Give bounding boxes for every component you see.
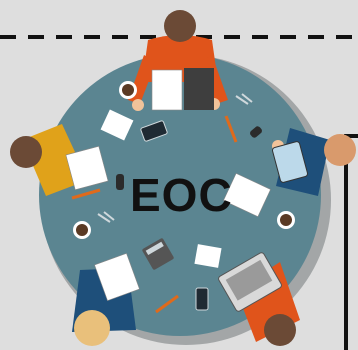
sticky-notes-icon — [194, 244, 222, 268]
phone-icon — [195, 287, 209, 311]
coffee-cup-icon — [277, 211, 295, 229]
glasses-icon — [116, 174, 124, 190]
glasses-icon — [250, 126, 262, 138]
pencil-icon — [71, 188, 101, 200]
document-bottom-left — [94, 252, 140, 302]
tablet-right — [271, 141, 309, 183]
calculator-icon — [142, 238, 174, 270]
document-left — [65, 145, 109, 191]
laptop-bottom-right — [218, 252, 282, 312]
pencil-icon — [155, 294, 179, 314]
eoc-title: EOC — [130, 169, 233, 221]
coffee-cup-icon — [73, 221, 91, 239]
coffee-cup-icon — [119, 81, 137, 99]
document-top — [151, 69, 183, 111]
paper-clip-icon — [97, 211, 115, 223]
pencil-icon — [224, 115, 238, 143]
papers-icon — [100, 109, 134, 141]
paper-clip-icon — [235, 93, 253, 105]
folder-top — [184, 68, 214, 110]
right-wall-bracket — [344, 134, 358, 350]
phone-icon — [140, 120, 168, 142]
papers-icon — [223, 172, 271, 218]
